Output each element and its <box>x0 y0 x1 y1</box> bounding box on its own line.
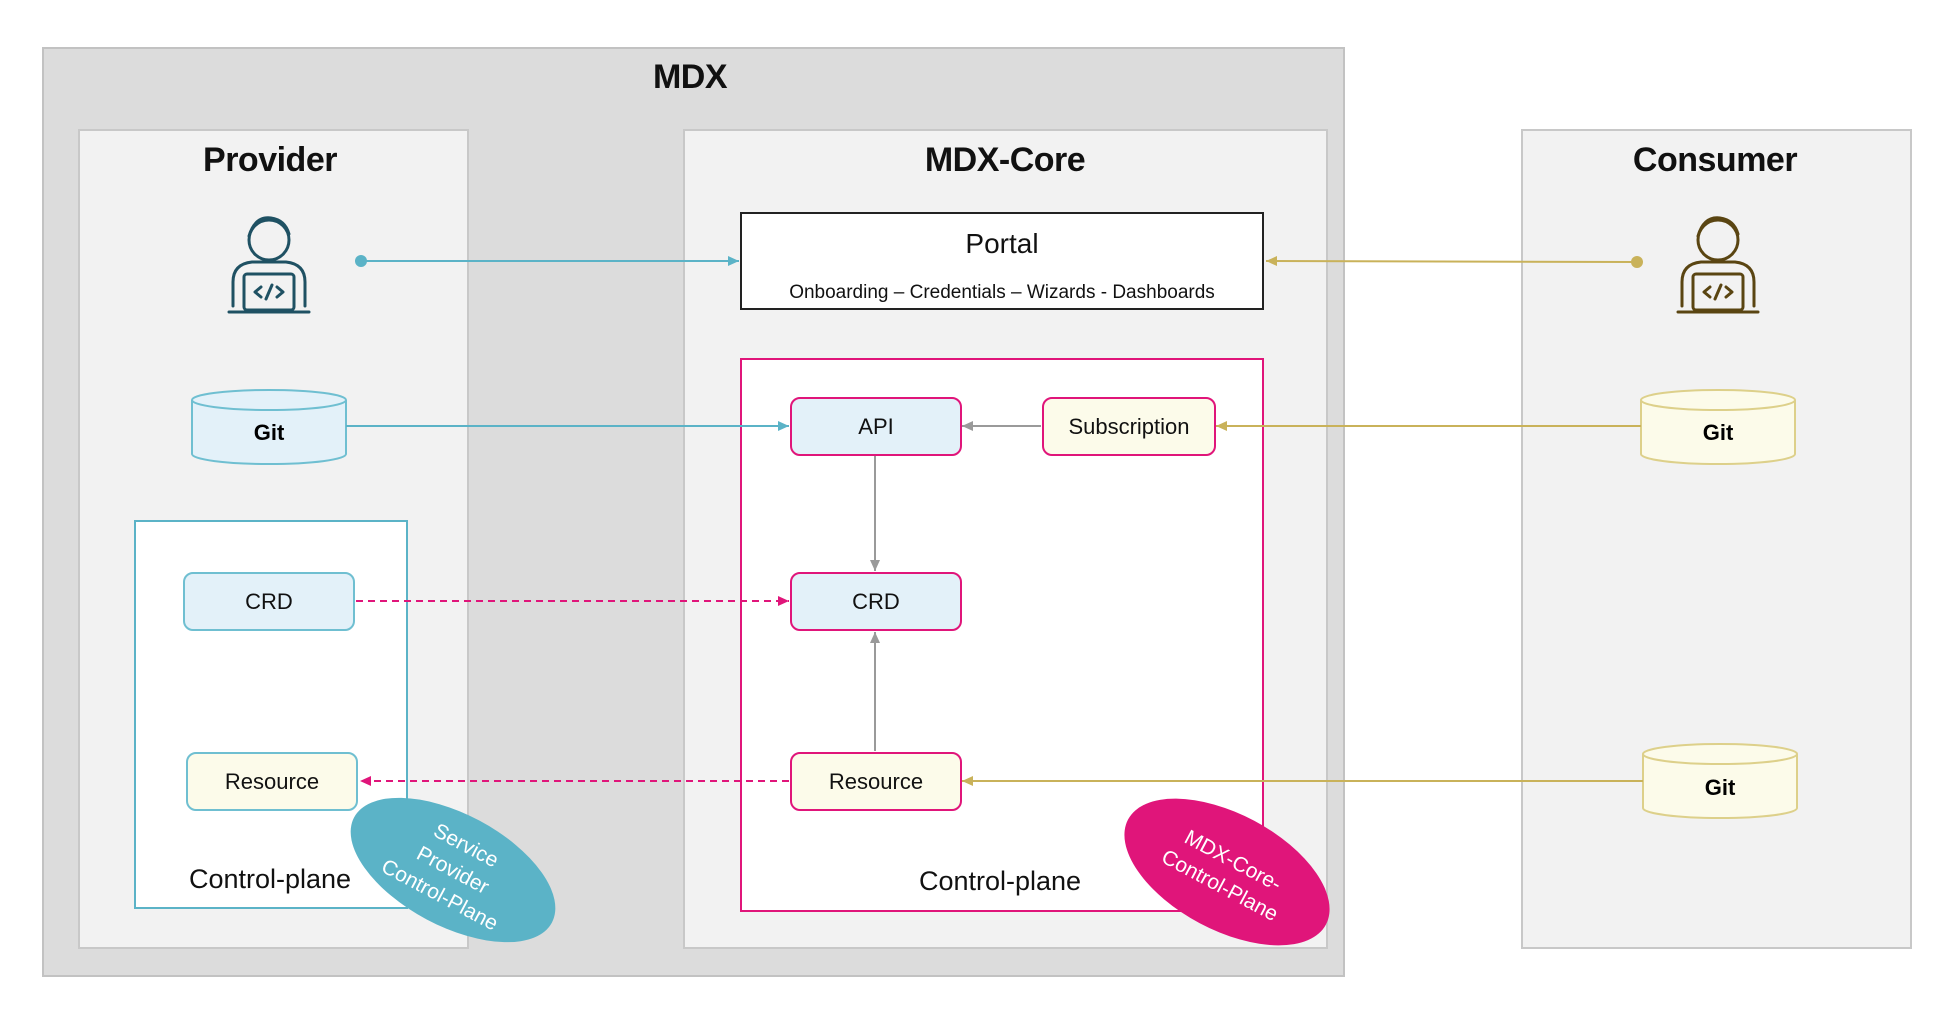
provider-control-plane-label: Control-plane <box>188 864 352 894</box>
consumer-title: Consumer <box>1632 141 1798 179</box>
consumer-git-cylinder-top: Git <box>1640 389 1796 465</box>
portal-title: Portal <box>965 228 1039 259</box>
service-provider-control-plane-badge: Service Provider Control-Plane <box>350 797 556 943</box>
core-crd-node: CRD <box>790 572 962 631</box>
provider-git-cylinder: Git <box>191 389 347 465</box>
provider-resource-node: Resource <box>186 752 358 811</box>
consumer-git-label-2: Git <box>1705 775 1736 800</box>
mdx-title: MDX <box>652 58 728 96</box>
core-resource-node: Resource <box>790 752 962 811</box>
provider-title: Provider <box>203 141 337 179</box>
provider-git-label: Git <box>254 420 285 445</box>
provider-to-portal-arrow <box>355 255 739 267</box>
provider-crd-node: CRD <box>183 572 355 631</box>
provider-developer-icon <box>227 216 311 314</box>
portal-box: Portal Onboarding – Credentials – Wizard… <box>740 212 1264 310</box>
mdx-core-control-plane-badge: MDX-Core- Control-Plane <box>1124 798 1330 946</box>
api-node: API <box>790 397 962 456</box>
consumer-git-label-1: Git <box>1703 420 1734 445</box>
mdx-core-title: MDX-Core <box>924 141 1086 179</box>
consumer-developer-icon <box>1676 216 1760 314</box>
core-control-plane-label: Control-plane <box>918 866 1082 896</box>
consumer-git-cylinder-bottom: Git <box>1642 743 1798 819</box>
portal-subtitle: Onboarding – Credentials – Wizards - Das… <box>789 282 1215 303</box>
consumer-to-portal-arrow <box>1265 256 1643 268</box>
subscription-node: Subscription <box>1042 397 1216 456</box>
